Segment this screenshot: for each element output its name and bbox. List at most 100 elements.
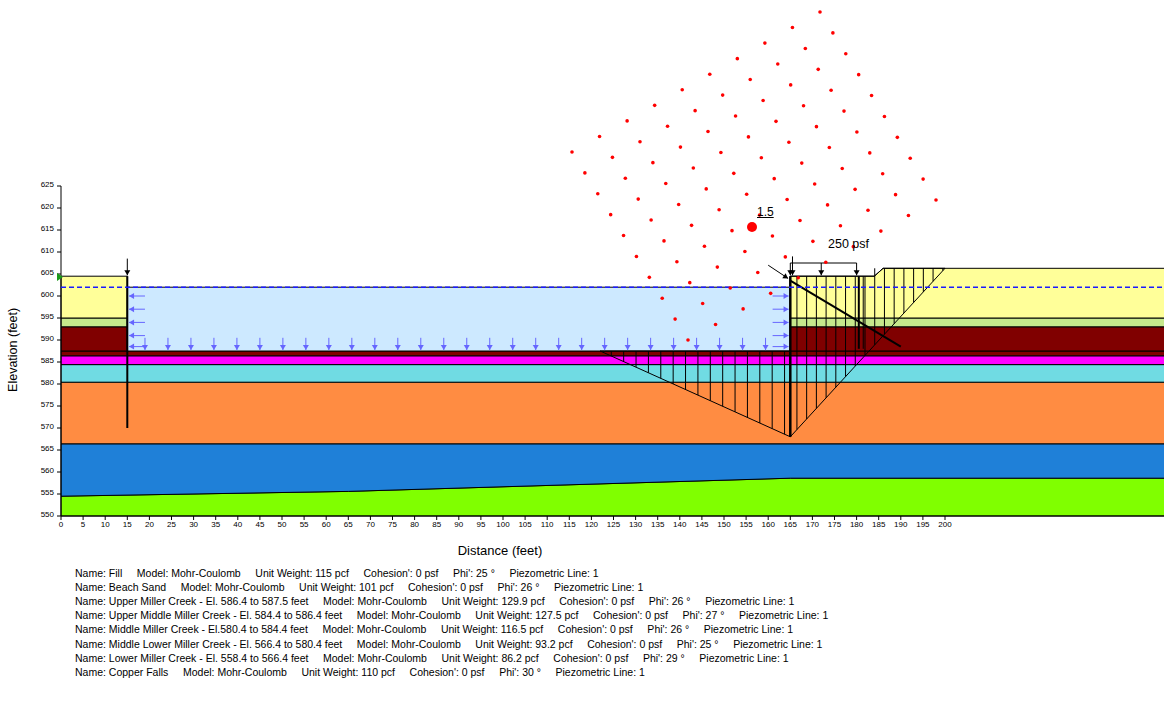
grid-center-dot xyxy=(829,88,833,92)
distance-tick-label: 160 xyxy=(762,521,775,530)
distance-tick-label: 120 xyxy=(585,521,598,530)
distance-tick-label: 180 xyxy=(850,521,863,530)
grid-center-dot xyxy=(802,104,806,108)
elevation-tick-label: 590 xyxy=(41,335,54,344)
grid-center-dot xyxy=(748,78,752,82)
slice-line xyxy=(735,351,736,412)
water-pressure-arrow xyxy=(211,345,217,350)
grid-center-dot xyxy=(896,136,900,140)
axis-tick xyxy=(613,516,614,520)
grid-center-dot xyxy=(677,203,681,207)
axis-tick xyxy=(945,516,946,520)
slice-line xyxy=(660,351,661,378)
grid-center-dot xyxy=(870,94,874,98)
grid-center-dot xyxy=(844,52,848,56)
grid-center-dot xyxy=(736,57,740,61)
water-pressure-arrow xyxy=(556,345,562,350)
distance-tick-label: 95 xyxy=(476,521,485,530)
grid-center-dot xyxy=(756,271,760,275)
distance-tick-label: 75 xyxy=(388,521,397,530)
load-label: 250 psf xyxy=(828,238,869,252)
slice-line xyxy=(784,351,785,434)
axis-tick xyxy=(193,516,194,520)
axis-tick xyxy=(436,516,437,520)
distance-tick-label: 15 xyxy=(123,521,132,530)
grid-center-dot xyxy=(853,188,857,192)
water-pressure-arrow xyxy=(372,345,378,350)
axis-tick xyxy=(57,516,61,517)
slice-line xyxy=(796,276,797,429)
sheet-pile-wall xyxy=(789,276,792,437)
elevation-tick-label: 565 xyxy=(41,445,54,454)
axis-tick xyxy=(856,516,857,520)
grid-center-dot xyxy=(721,93,725,97)
water-pressure-arrow xyxy=(487,345,493,350)
upper-middle-layer xyxy=(61,356,1164,365)
grid-center-dot xyxy=(728,286,732,290)
distance-tick-label: 100 xyxy=(496,521,509,530)
slice-line xyxy=(722,351,723,406)
water-pressure-arrow xyxy=(763,345,769,350)
slice-line xyxy=(806,276,807,419)
grid-center-dot xyxy=(596,192,600,196)
water-pressure-arrow xyxy=(740,345,746,350)
distance-tick-label: 155 xyxy=(739,521,752,530)
water-pressure-arrow xyxy=(188,345,194,350)
distance-tick-label: 185 xyxy=(872,521,885,530)
axis-tick xyxy=(834,516,835,520)
grid-center-dot xyxy=(785,198,789,202)
grid-center-dot xyxy=(776,62,780,66)
grid-center-dot xyxy=(701,302,705,306)
grid-center-dot xyxy=(625,119,629,123)
elevation-tick-label: 550 xyxy=(41,511,54,520)
grid-center-dot xyxy=(648,276,652,280)
axis-tick xyxy=(149,516,150,520)
grid-center-dot xyxy=(734,114,738,118)
grid-center-dot xyxy=(824,260,828,264)
upper-miller-layer xyxy=(61,351,1164,356)
grid-center-dot xyxy=(761,99,765,103)
axis-tick xyxy=(657,516,658,520)
grid-center-dot xyxy=(732,172,736,176)
elevation-tick-label: 555 xyxy=(41,489,54,498)
distance-tick-label: 5 xyxy=(81,521,85,530)
grid-center-dot xyxy=(894,193,898,197)
axis-tick xyxy=(525,516,526,520)
grid-center-dot xyxy=(760,156,764,160)
distance-tick-label: 80 xyxy=(410,521,419,530)
distance-tick-label: 145 xyxy=(695,521,708,530)
grid-center-dot xyxy=(598,135,602,139)
grid-center-dot xyxy=(883,115,887,119)
slip-wedge xyxy=(790,268,945,437)
grid-center-dot xyxy=(868,151,872,155)
fill-layer xyxy=(61,276,127,318)
axis-tick xyxy=(171,516,172,520)
slip-wedge xyxy=(600,351,790,437)
distance-tick-label: 110 xyxy=(541,521,554,530)
distance-tick-label: 115 xyxy=(563,521,576,530)
distance-tick-label: 0 xyxy=(59,521,63,530)
distance-tick-label: 70 xyxy=(366,521,375,530)
water-pressure-arrow xyxy=(784,319,789,325)
material-legend-line: Name: Middle Lower Miller Creek - El. 56… xyxy=(75,639,822,651)
grid-center-dot xyxy=(719,151,723,155)
axis-tick xyxy=(812,516,813,520)
distance-tick-label: 190 xyxy=(894,521,907,530)
water-pressure-arrow xyxy=(303,345,309,350)
slice-line xyxy=(772,351,773,429)
water-pressure-arrow xyxy=(129,319,134,325)
grid-center-dot xyxy=(660,296,664,300)
elevation-tick-label: 625 xyxy=(41,181,54,190)
elevation-tick-label: 600 xyxy=(41,291,54,300)
grid-center-dot xyxy=(570,150,574,154)
elevation-tick-label: 560 xyxy=(41,467,54,476)
slip-surface xyxy=(790,281,901,347)
grid-center-dot xyxy=(774,120,778,124)
grid-center-dot xyxy=(745,192,749,196)
water-pressure-arrow xyxy=(326,345,332,350)
axis-tick xyxy=(922,516,923,520)
slice-line xyxy=(923,268,924,292)
middle-miller-layer xyxy=(61,365,1164,383)
axis-tick xyxy=(259,516,260,520)
water-pressure-arrow xyxy=(579,345,585,350)
